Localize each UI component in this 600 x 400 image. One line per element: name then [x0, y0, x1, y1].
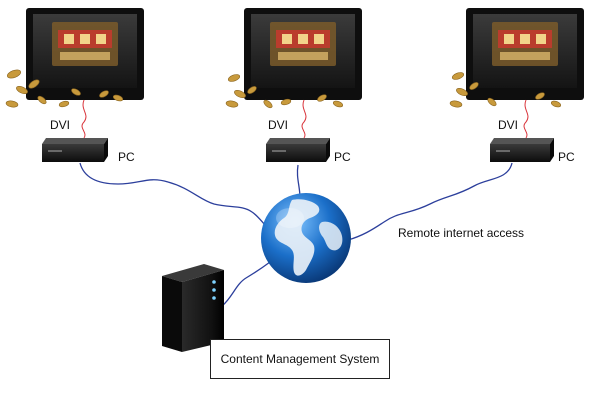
pc-icon [266, 138, 330, 162]
station-2 [225, 8, 362, 162]
monitor-icon [466, 8, 584, 100]
dvi-cable [81, 99, 87, 139]
pc-icon [490, 138, 554, 162]
pc-label-2: PC [334, 150, 351, 164]
server-icon [162, 264, 224, 352]
coin-icon [449, 72, 562, 108]
monitor-icon [26, 8, 144, 100]
cable-server-to-globe [221, 261, 271, 307]
cable-right-pc-to-globe [347, 162, 513, 241]
pc-label-1: PC [118, 150, 135, 164]
dvi-label-2: DVI [268, 118, 289, 132]
monitor-icon [244, 8, 362, 100]
cable-middle-pc-to-globe [296, 164, 301, 199]
dvi-label-1: DVI [50, 118, 71, 132]
coin-icon [225, 74, 344, 109]
cms-label: Content Management System [220, 352, 380, 366]
station-3 [449, 8, 584, 162]
station-1 [5, 8, 144, 162]
internet-access-label: Remote internet access [398, 226, 525, 240]
dvi-label-3: DVI [498, 118, 519, 132]
coin-icon [5, 69, 124, 108]
dvi-cable [301, 99, 307, 139]
pc-label-3: PC [558, 150, 575, 164]
globe-icon [261, 193, 351, 283]
pc-icon [42, 138, 108, 162]
cable-left-pc-to-globe [79, 162, 267, 227]
cms-label-box: Content Management System [210, 339, 390, 379]
network-cables [79, 162, 513, 307]
dvi-cable [523, 99, 529, 139]
